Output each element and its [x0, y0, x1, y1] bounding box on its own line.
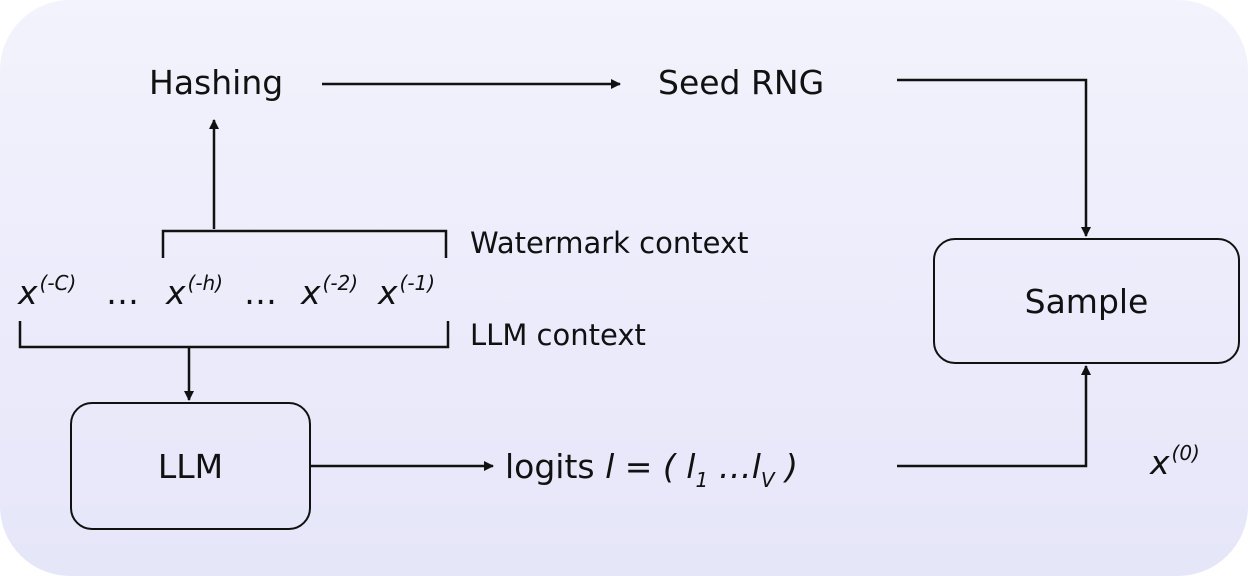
arrow-logits-to-sample — [897, 365, 1091, 468]
llm-box: LLM — [70, 402, 311, 530]
logits-label: logits l = ( l1 …lV ) — [505, 447, 798, 492]
llm-context-label: LLM context — [470, 318, 646, 352]
token-x-minus-h: x(-h) — [166, 271, 224, 312]
token-ellipsis-1: … — [106, 273, 139, 312]
watermark-context-label: Watermark context — [470, 226, 749, 260]
sample-box: Sample — [933, 238, 1240, 364]
seed-rng-label: Seed RNG — [658, 63, 825, 102]
arrow-seed-rng-to-sample — [897, 78, 1091, 237]
token-x-zero: x(0) — [1150, 441, 1200, 482]
token-x-minus-2: x(-2) — [301, 271, 359, 312]
sample-label: Sample — [1024, 281, 1149, 321]
hashing-label: Hashing — [149, 63, 284, 102]
token-x-minus-1: x(-1) — [378, 271, 436, 312]
llm-label: LLM — [157, 446, 224, 486]
watermark-context-bracket — [161, 229, 448, 258]
token-ellipsis-2: … — [244, 273, 277, 312]
llm-context-bracket — [18, 321, 450, 349]
token-x-minus-c: x(-C) — [18, 271, 77, 312]
